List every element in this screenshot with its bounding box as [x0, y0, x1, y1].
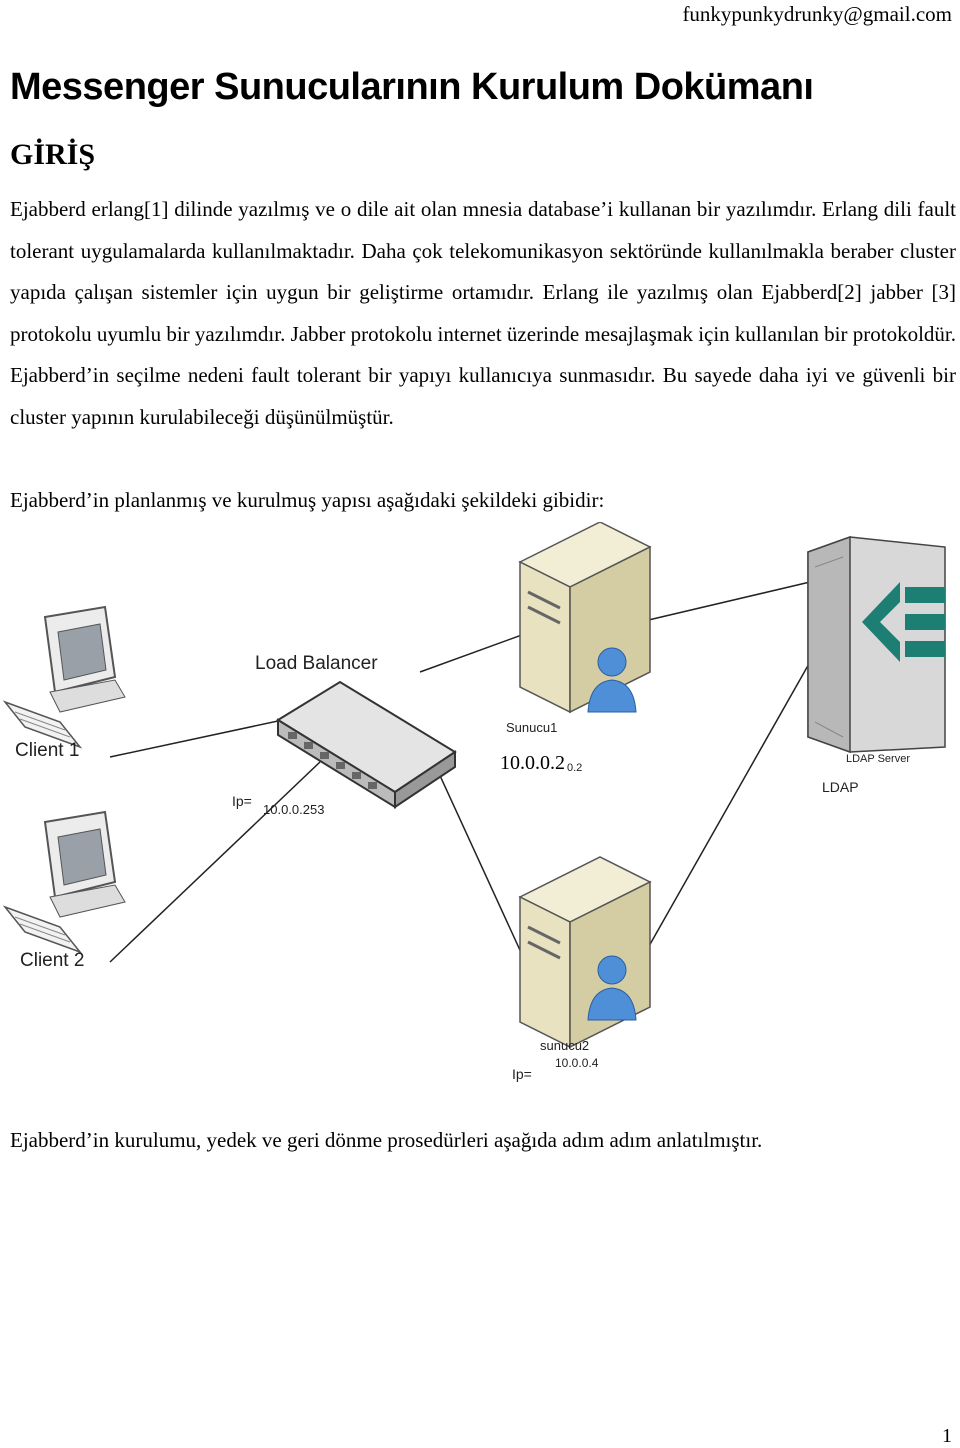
client-2-label: Client 2 — [20, 950, 84, 971]
ldap-label: LDAP — [822, 779, 859, 795]
server-1-user-icon — [587, 647, 637, 713]
client-2-computer-icon — [2, 810, 126, 954]
ldap-server-icon — [807, 535, 946, 754]
intro-paragraph: Ejabberd erlang[1] dilinde yazılmış ve o… — [10, 197, 956, 429]
server-2-user-icon — [587, 955, 637, 1021]
client-1-computer-icon — [2, 605, 126, 749]
closing-paragraph: Ejabberd’in kurulumu, yedek ve geri dönm… — [10, 1128, 763, 1152]
network-diagram: Client 1 Client 2 Load Balancer — [0, 522, 950, 1087]
client-1-label: Client 1 — [15, 740, 79, 761]
author-email: funkypunkydrunky@gmail.com — [682, 2, 952, 26]
document-title: Messenger Sunucularının Kurulum Dokümanı — [10, 66, 814, 108]
load-balancer-ip-prefix: Ip= — [232, 793, 252, 809]
load-balancer-switch-icon — [276, 680, 457, 809]
server-2-ip: 10.0.0.4 — [555, 1056, 599, 1070]
load-balancer-ip: 10.0.0.253 — [263, 802, 324, 817]
ldap-server-label: LDAP Server — [846, 753, 910, 765]
server-1-tower-icon — [518, 522, 652, 714]
diagram-intro-paragraph: Ejabberd’in planlanmış ve kurulmuş yapıs… — [10, 488, 605, 512]
server-1-ip-overlay: 10.0.0.2 — [500, 752, 565, 774]
server-2-ip-prefix: Ip= — [512, 1066, 532, 1082]
server-1-ip-small: 0.2 — [567, 762, 582, 774]
page-number: 1 — [942, 1425, 952, 1447]
server-1-label: Sunucu1 — [506, 720, 557, 735]
load-balancer-label: Load Balancer — [255, 653, 378, 674]
section-heading-giris: GİRİŞ — [10, 138, 96, 171]
connection-lines — [109, 581, 811, 973]
server-2-label: sunucu2 — [540, 1038, 589, 1053]
